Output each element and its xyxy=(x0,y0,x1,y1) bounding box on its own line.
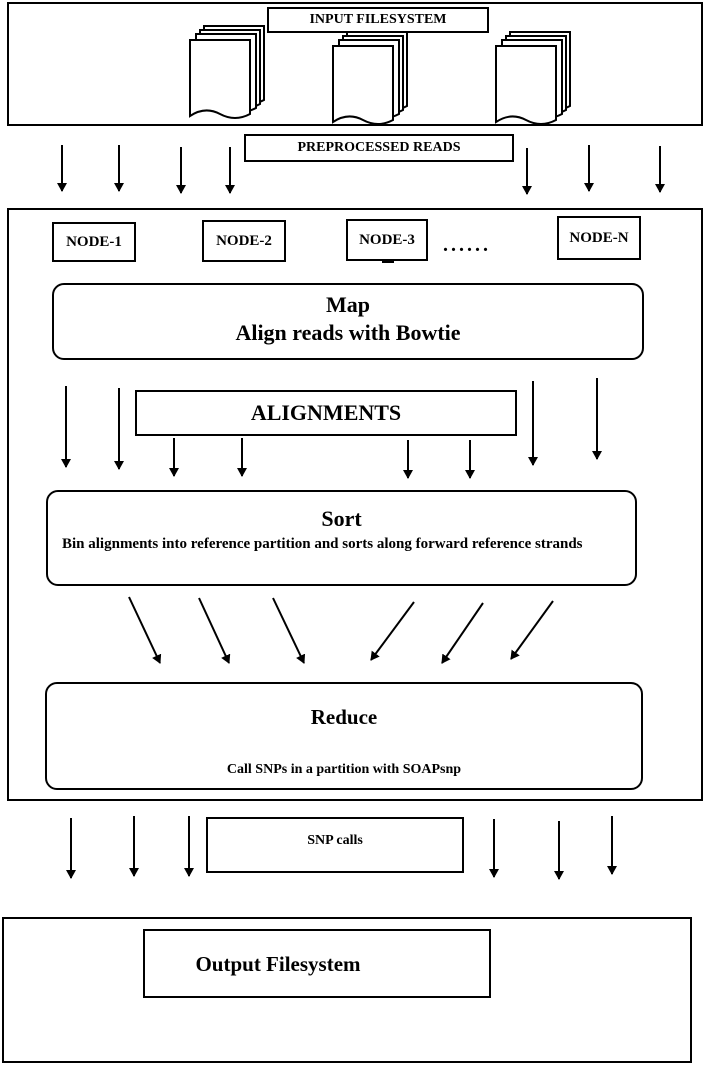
map-box xyxy=(52,283,644,360)
node-1-box: NODE-1 xyxy=(52,222,136,262)
map-title: Map xyxy=(326,292,370,317)
sort-description: Bin alignments into reference partition … xyxy=(62,536,583,552)
output-filesystem-label: Output Filesystem xyxy=(195,952,361,976)
reduce-description: Call SNPs in a partition with SOAPsnp xyxy=(226,762,462,777)
reduce-title: Reduce xyxy=(310,705,378,729)
input-filesystem-label: INPUT FILESYSTEM xyxy=(267,7,489,33)
preprocessed-reads-label: PREPROCESSED READS xyxy=(244,134,514,162)
reduce-box xyxy=(45,682,643,790)
output-filesystem-label-box xyxy=(143,929,491,998)
node-2-box: NODE-2 xyxy=(202,220,286,262)
node-ellipsis: ...... xyxy=(443,234,491,256)
sort-box xyxy=(46,490,637,586)
sort-title: Sort xyxy=(321,506,362,531)
map-subtitle: Align reads with Bowtie xyxy=(235,320,461,345)
node-n-box: NODE-N xyxy=(557,216,641,260)
node-3-box: NODE-3 xyxy=(346,219,428,261)
alignments-label: ALIGNMENTS xyxy=(135,390,517,436)
snp-calls-label: SNP calls xyxy=(206,817,464,873)
